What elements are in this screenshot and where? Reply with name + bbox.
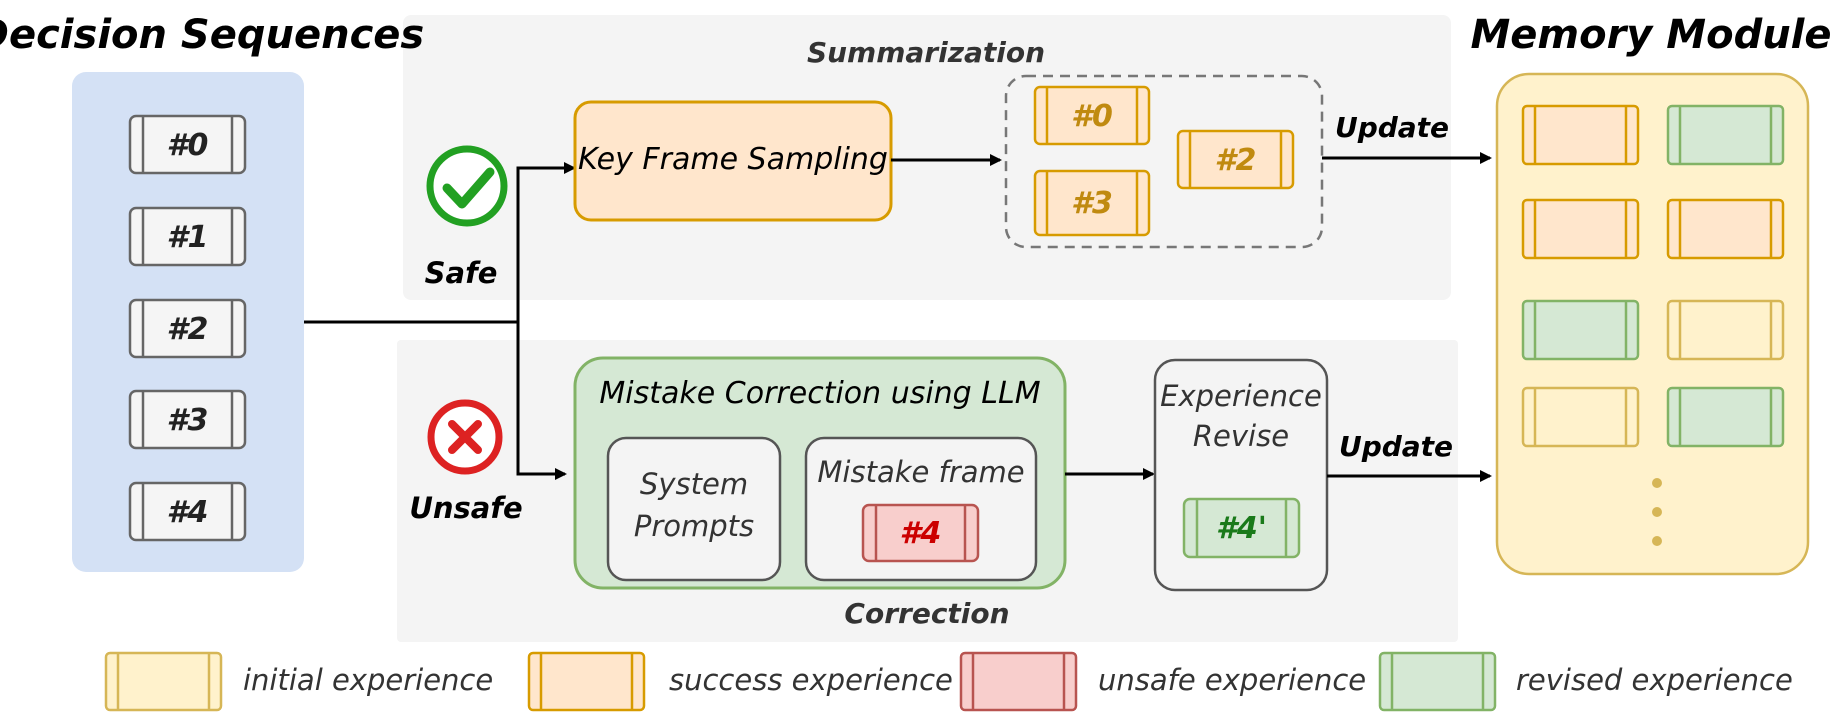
sampled-frame-0-label: #0 (1071, 99, 1113, 134)
unsafe-frame-4-label: #4 (900, 516, 942, 551)
unsafe-branch-arrow (516, 322, 567, 480)
system-prompts-line2: Prompts (634, 509, 754, 543)
correction-label: Correction (844, 597, 1009, 630)
legend-revised-label: revised experience (1516, 663, 1793, 697)
legend-initial-label: initial experience (243, 663, 493, 697)
legend-success-label: success experience (669, 663, 953, 697)
decision-frame-0-label: #0 (167, 128, 209, 163)
system-prompts-box (606, 436, 782, 582)
memory-slot-r4c1 (1521, 386, 1640, 448)
update-bottom-label: Update (1339, 430, 1453, 463)
legend-unsafe-swatch (959, 651, 1078, 712)
sampled-frame-2: #2 (1176, 129, 1295, 190)
decision-frame-1: #1 (128, 206, 247, 267)
summarization-section-bg (403, 15, 1451, 300)
sampled-frame-0: #0 (1033, 85, 1151, 146)
legend-success-swatch (527, 651, 646, 712)
mistake-correction-title: Mistake Correction using LLM (599, 376, 1040, 411)
safe-branch-arrow (516, 162, 576, 322)
check-icon (426, 145, 508, 227)
memory-slot-r4c2 (1666, 386, 1785, 448)
memory-more-dots (1652, 478, 1662, 546)
sampled-frame-3-label: #3 (1071, 186, 1113, 221)
experience-revise-line1: Experience (1160, 379, 1322, 413)
experience-revise-line2: Revise (1193, 419, 1289, 453)
memory-slot-r3c2 (1666, 299, 1785, 361)
unsafe-label: Unsafe (409, 491, 522, 525)
update-top-label: Update (1335, 111, 1449, 144)
memory-slot-r1c2 (1666, 104, 1785, 166)
legend-initial-swatch (104, 651, 223, 712)
revised-frame-4: #4' (1182, 497, 1301, 559)
sampled-frame-3: #3 (1033, 169, 1151, 237)
mistake-frame-title: Mistake frame (817, 455, 1024, 489)
memory-slot-r2c1 (1521, 198, 1640, 260)
memory-slot-r3c1 (1521, 299, 1640, 361)
decision-frame-4-label: #4 (167, 495, 209, 530)
unsafe-frame-4: #4 (861, 503, 980, 563)
legend-unsafe-label: unsafe experience (1098, 663, 1366, 697)
decision-frame-0: #0 (128, 114, 247, 175)
decision-frame-4: #4 (128, 481, 247, 542)
decision-frame-3-label: #3 (167, 403, 209, 438)
decision-frame-2-label: #2 (167, 312, 209, 347)
decision-frame-1-label: #1 (167, 220, 209, 255)
key-frame-sampling-label: Key Frame Sampling (578, 142, 888, 177)
memory-slot-r2c2 (1666, 198, 1785, 260)
sampled-frame-2-label: #2 (1215, 143, 1257, 178)
decision-frame-2: #2 (128, 298, 247, 359)
legend-revised-swatch (1378, 651, 1497, 712)
revised-frame-4-label: #4' (1216, 511, 1267, 546)
memory-slot-r1c1 (1521, 104, 1640, 166)
decision-frame-3: #3 (128, 389, 247, 450)
safe-label: Safe (425, 256, 498, 290)
summarization-label: Summarization (807, 36, 1045, 69)
sampled-frames-group (1004, 74, 1324, 249)
cross-icon (427, 399, 503, 475)
memory-module-title: Memory Module (1470, 12, 1831, 58)
decision-sequences-title: Decision Sequences (0, 12, 424, 58)
system-prompts-line1: System (640, 467, 748, 501)
